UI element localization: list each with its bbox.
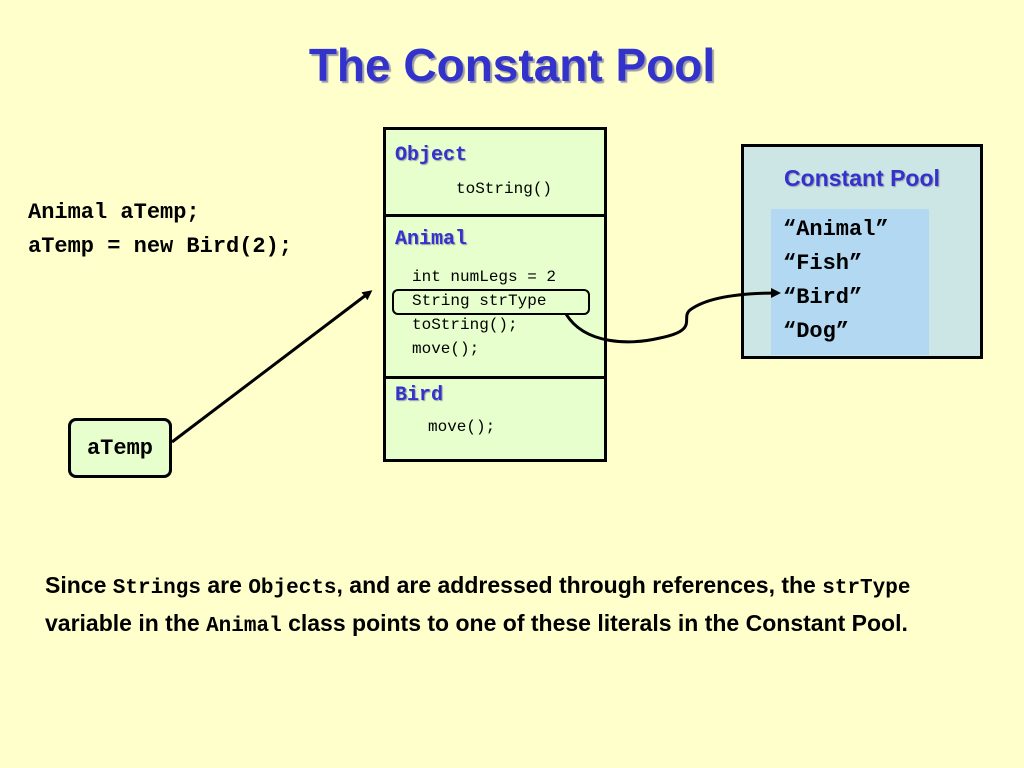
atemp-variable-box: aTemp <box>68 418 172 478</box>
object-section-title: Object <box>395 144 468 167</box>
caption-part-3: , and are addressed through references, … <box>336 572 823 598</box>
caption-part-4: variable in the <box>45 610 207 636</box>
strtype-highlight <box>392 289 590 315</box>
caption-code-strtype: strType <box>822 577 911 600</box>
caption-code-strings: Strings <box>112 577 201 600</box>
caption-text: Since Strings are Objects, and are addre… <box>45 568 995 644</box>
literal-dog: “Dog” <box>783 319 850 344</box>
object-layout-box: Object toString() Animal int numLegs = 2… <box>383 127 607 462</box>
animal-member-numlegs: int numLegs = 2 <box>412 268 557 286</box>
animal-section-title: Animal <box>395 228 468 251</box>
object-section: Object toString() <box>386 130 604 217</box>
animal-member-strtype: String strType <box>412 292 547 310</box>
constant-pool-list: “Animal” “Fish” “Bird” “Dog” <box>771 209 929 355</box>
code-line-declaration: Animal aTemp; <box>28 200 200 225</box>
object-member-tostring: toString() <box>456 180 553 198</box>
animal-section: Animal int numLegs = 2 String strType to… <box>386 214 604 379</box>
constant-pool-box: Constant Pool “Animal” “Fish” “Bird” “Do… <box>741 144 983 359</box>
animal-member-tostring: toString(); <box>412 316 518 334</box>
bird-member-move: move(); <box>428 418 496 436</box>
code-line-assignment: aTemp = new Bird(2); <box>28 234 293 259</box>
caption-part-1: Since <box>45 572 113 598</box>
slide-title: The Constant Pool <box>308 39 716 91</box>
caption-part-5: class points to one of these literals in… <box>281 610 908 636</box>
literal-fish: “Fish” <box>783 251 863 276</box>
constant-pool-title: Constant Pool <box>784 165 940 191</box>
animal-member-move: move(); <box>412 340 480 358</box>
bird-section-title: Bird <box>395 384 444 407</box>
caption-part-2: are <box>200 572 249 598</box>
caption-code-animal: Animal <box>206 615 282 638</box>
literal-bird: “Bird” <box>783 285 863 310</box>
string-reference-arrow <box>564 288 781 344</box>
bird-section: Bird move(); <box>386 376 604 459</box>
reference-arrow <box>171 290 373 444</box>
literal-animal: “Animal” <box>783 217 889 242</box>
caption-code-objects: Objects <box>248 577 337 600</box>
